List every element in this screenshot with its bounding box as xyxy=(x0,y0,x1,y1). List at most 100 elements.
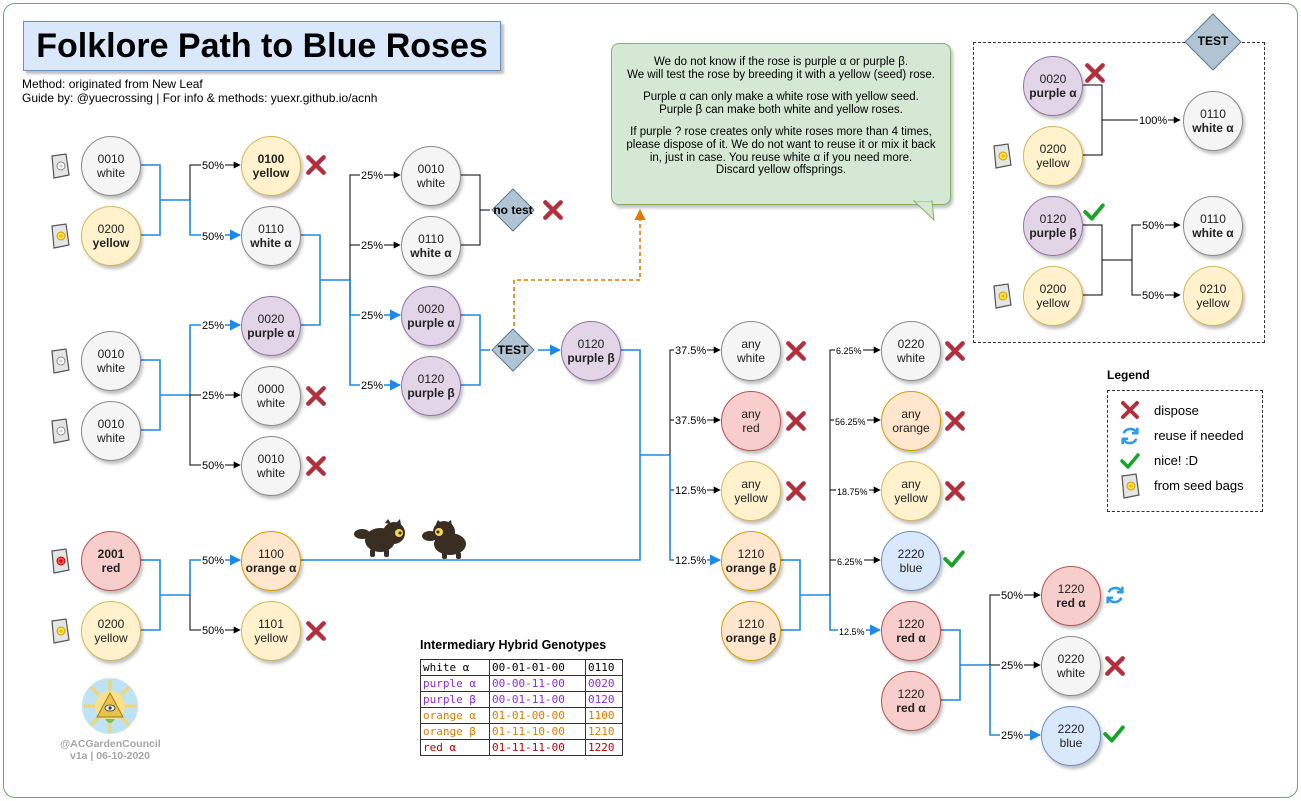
rose-code: 0020 xyxy=(1039,72,1067,86)
version-text: v1a | 06-10-2020 xyxy=(69,750,150,762)
rose-color: yellow xyxy=(1196,296,1230,310)
rose-color: orange β xyxy=(725,561,777,575)
callout-tail xyxy=(912,200,935,222)
edge-label: 25% xyxy=(360,170,385,182)
edge-label: 37.5% xyxy=(674,345,708,357)
rose-code: 0200 xyxy=(1039,142,1067,156)
genotype-name-cell: purple α xyxy=(420,675,490,692)
method-text: Method: originated from New Leaf xyxy=(22,77,203,91)
line xyxy=(140,164,190,236)
edge-label: 12.5% xyxy=(674,485,708,497)
rose-code: any xyxy=(741,477,761,491)
genotype-code-cell: 1100 xyxy=(585,707,623,724)
edge-label: 25% xyxy=(360,240,385,252)
genotype-genes-cell: 01-11-10-00 xyxy=(489,723,586,740)
rose-color: orange β xyxy=(725,631,777,645)
rose-code: 0000 xyxy=(257,382,285,396)
rose-code: 0210 xyxy=(1199,282,1227,296)
genotype-code-cell: 1220 xyxy=(585,739,623,756)
edge-label: 50% xyxy=(1141,220,1166,232)
line xyxy=(460,314,490,386)
rose-code: 0200 xyxy=(1039,282,1067,296)
edge-label: 50% xyxy=(1141,290,1166,302)
callout-line: Discard yellow offsprings. xyxy=(715,164,847,177)
genotype-genes-cell: 01-11-11-00 xyxy=(489,739,586,756)
rose-code: 0120 xyxy=(577,337,605,351)
legend-nice-label: nice! :D xyxy=(1154,453,1199,468)
rose-color: white xyxy=(96,166,125,180)
rose-code: 0010 xyxy=(417,162,445,176)
diamond-shape xyxy=(491,328,535,372)
rose-color: blue xyxy=(899,561,923,575)
reuse-icon xyxy=(1106,586,1124,604)
rose-color: yellow xyxy=(1036,296,1070,310)
test-decision: TEST xyxy=(491,328,535,372)
rose-color: red α xyxy=(1056,596,1086,610)
genotype-name-cell: red α xyxy=(420,739,490,756)
legend-seed-label: from seed bags xyxy=(1154,478,1244,493)
edge-label: 37.5% xyxy=(674,415,708,427)
edge-label: 50% xyxy=(201,231,226,243)
raccoon-icon xyxy=(354,519,405,557)
rose-code: 0010 xyxy=(97,347,125,361)
edge-label: 12.5% xyxy=(674,555,708,567)
genotype-code-cell: 1210 xyxy=(585,723,623,740)
line xyxy=(300,234,350,326)
guide-text: Guide by: @yuecrossing | For info & meth… xyxy=(22,91,378,105)
rose-color: white α xyxy=(1192,226,1234,240)
line xyxy=(669,346,721,455)
line xyxy=(349,171,401,280)
line xyxy=(989,591,1041,665)
rose-code: 0220 xyxy=(897,337,925,351)
edge-label: 56.25% xyxy=(834,416,867,428)
rose-color: white xyxy=(96,431,125,445)
rose-color: blue xyxy=(1059,736,1083,750)
rose-color: red α xyxy=(896,701,926,715)
genotype-table-title: Intermediary Hybrid Genotypes xyxy=(420,638,607,652)
line xyxy=(460,174,490,246)
dispose-icon xyxy=(945,481,965,501)
rose-color: purple β xyxy=(567,351,615,365)
rose-code: 1220 xyxy=(897,687,925,701)
line xyxy=(669,455,722,566)
edge-label: 6.25% xyxy=(835,345,863,357)
edge-label: 100% xyxy=(1138,115,1169,127)
footer-credit: @ACGardenCouncil v1a | 06-10-2020 xyxy=(60,738,161,762)
legend-box: dispose reuse if needed nice! :D from se… xyxy=(1107,390,1263,512)
genotype-code-cell: 0120 xyxy=(585,691,623,708)
rose-code: 2220 xyxy=(1057,722,1085,736)
rose-code: 0120 xyxy=(417,372,445,386)
line xyxy=(989,665,1042,741)
reuse-icon xyxy=(1121,427,1139,445)
diamond-shape xyxy=(1184,13,1242,71)
legend-dispose-label: dispose xyxy=(1154,403,1199,418)
seed-bag-icon xyxy=(51,418,70,444)
rose-color: purple β xyxy=(407,386,455,400)
rose-code: 0020 xyxy=(257,312,285,326)
seed-bag-icon xyxy=(51,153,70,179)
dispose-icon xyxy=(786,341,806,361)
